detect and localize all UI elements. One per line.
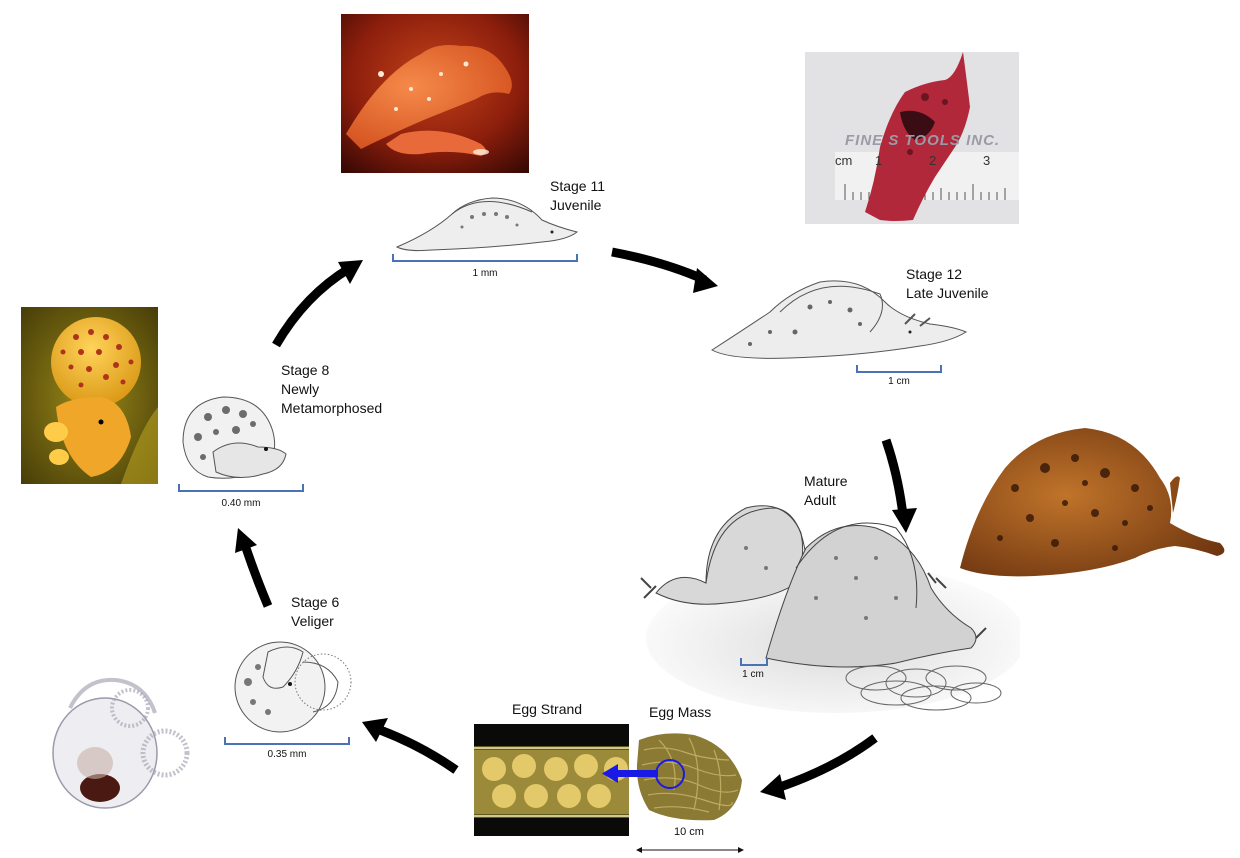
label-stage12-subtitle: Late Juvenile [906,284,989,303]
label-egg-mass: Egg Mass [649,703,711,722]
label-adult-subtitle: Adult [804,491,836,510]
label-stage11-subtitle: Juvenile [550,196,601,215]
label-stage8-subtitle: Newly [281,380,319,399]
arrow-stage8-to-stage11 [276,268,350,345]
label-stage6-subtitle: Veliger [291,612,334,631]
label-stage12-title: Stage 12 [906,265,962,284]
arrow-eggstrand-to-stage6 [380,730,456,770]
label-egg-strand: Egg Strand [512,700,582,719]
label-stage8-subtitle2: Metamorphosed [281,399,382,418]
arrow-adult-to-eggmass [780,738,875,787]
label-stage8-title: Stage 8 [281,361,329,380]
label-stage11-title: Stage 11 [550,177,605,196]
label-stage6-title: Stage 6 [291,593,339,612]
arrow-stage12-to-adult [886,440,903,515]
label-adult-title: Mature [804,472,848,491]
arrow-stage6-to-stage8 [245,545,268,606]
arrow-stage11-to-stage12 [612,252,705,280]
